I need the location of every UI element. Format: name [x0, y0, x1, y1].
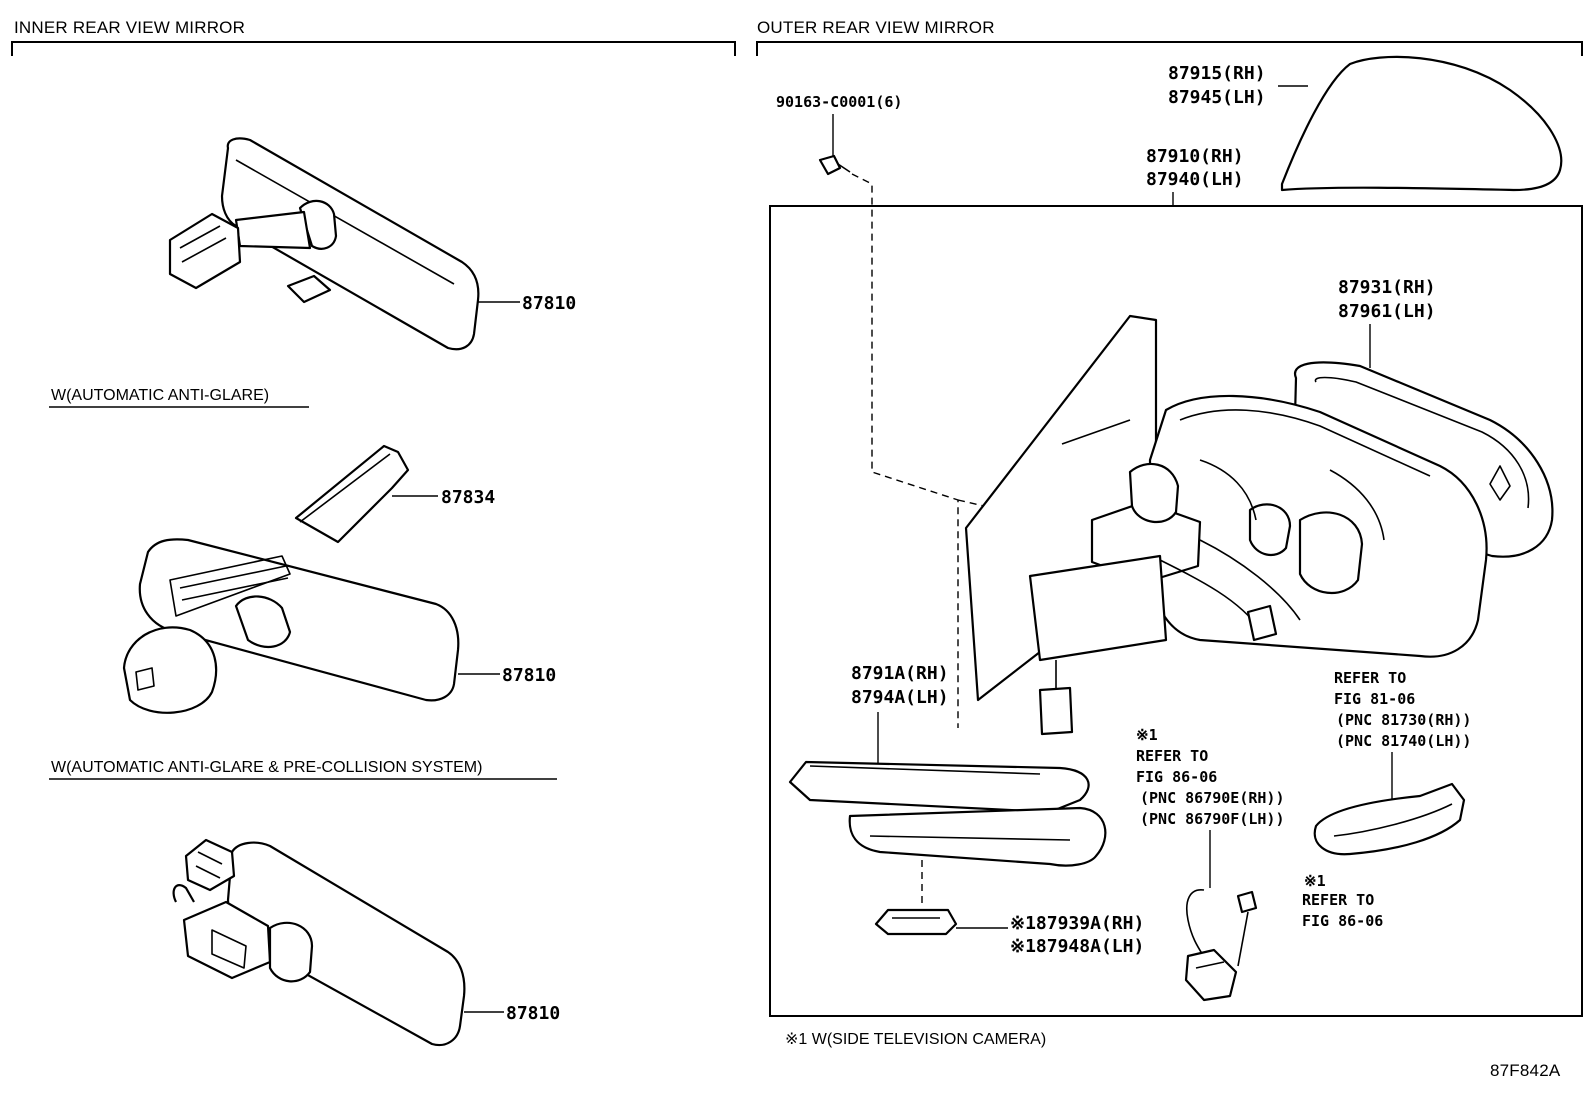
part-number-screw: 90163-C0001(6): [776, 93, 902, 111]
camera-screw-icon: [1236, 890, 1258, 967]
camera-note-refer: REFER TO: [1136, 747, 1208, 765]
condition-label-pre-collision: W(AUTOMATIC ANTI-GLARE & PRE-COLLISION S…: [51, 759, 482, 776]
outer-section-bracket: [756, 41, 1583, 56]
inner-mirror-pre-collision: [172, 838, 466, 1047]
part-number-cover-rh: 87915(RH): [1168, 63, 1266, 84]
mirror-lower-cover: [788, 760, 1107, 867]
part-number-mirror3: 87810: [506, 1003, 560, 1024]
mirror-cover-87834: [294, 444, 410, 544]
turn-signal-lamp: [1313, 782, 1466, 856]
part-number-mirror2: 87810: [502, 665, 556, 686]
screw-note-refer: REFER TO: [1302, 891, 1374, 909]
screw-note-fig: FIG 86-06: [1302, 912, 1383, 930]
camera-bracket: [874, 908, 958, 936]
mirror-housing-actuator: [964, 314, 1488, 736]
part-number-glass-lh: 87961(LH): [1338, 301, 1436, 322]
turn-note-fig: FIG 81-06: [1334, 690, 1415, 708]
outer-section-title: OUTER REAR VIEW MIRROR: [757, 18, 995, 37]
part-number-cover: 87834: [441, 487, 495, 508]
part-number-glass-rh: 87931(RH): [1338, 277, 1436, 298]
turn-note-pnc-lh: (PNC 81740(LH)): [1336, 732, 1471, 750]
inner-section-title: INNER REAR VIEW MIRROR: [14, 18, 245, 37]
figure-id: 87F842A: [1490, 1061, 1561, 1080]
camera-note-pnc-lh: (PNC 86790F(LH)): [1140, 810, 1285, 828]
part-number-bracket-lh: ※187948A(LH): [1010, 936, 1144, 957]
camera-note-fig: FIG 86-06: [1136, 768, 1217, 786]
side-camera: [1184, 889, 1238, 1002]
condition-label-anti-glare: W(AUTOMATIC ANTI-GLARE): [51, 387, 269, 404]
part-number-cover-lh: 87945(LH): [1168, 87, 1266, 108]
part-number-lower-cover-lh: 8794A(LH): [851, 687, 949, 708]
screw-icon: [818, 154, 851, 176]
camera-note-pnc-rh: (PNC 86790E(RH)): [1140, 789, 1285, 807]
part-number-assy-lh: 87940(LH): [1146, 169, 1244, 190]
turn-note-refer: REFER TO: [1334, 669, 1406, 687]
part-number-assy-rh: 87910(RH): [1146, 146, 1244, 167]
mirror-top-cover: [1280, 55, 1563, 192]
inner-mirror-anti-glare: [122, 538, 460, 714]
inner-section-bracket: [11, 41, 736, 56]
assembly-frame: [769, 205, 1583, 1017]
part-number-bracket-rh: ※187939A(RH): [1010, 913, 1144, 934]
screw-path-dashed: [851, 173, 959, 728]
inner-mirror-basic: [168, 137, 480, 351]
turn-note-pnc-rh: (PNC 81730(RH)): [1336, 711, 1471, 729]
part-number-mirror1: 87810: [522, 293, 576, 314]
footnote: ※1 W(SIDE TELEVISION CAMERA): [785, 1031, 1046, 1048]
screw-note-mark: ※1: [1304, 872, 1326, 890]
part-number-lower-cover-rh: 8791A(RH): [851, 663, 949, 684]
camera-note-mark: ※1: [1136, 726, 1158, 744]
